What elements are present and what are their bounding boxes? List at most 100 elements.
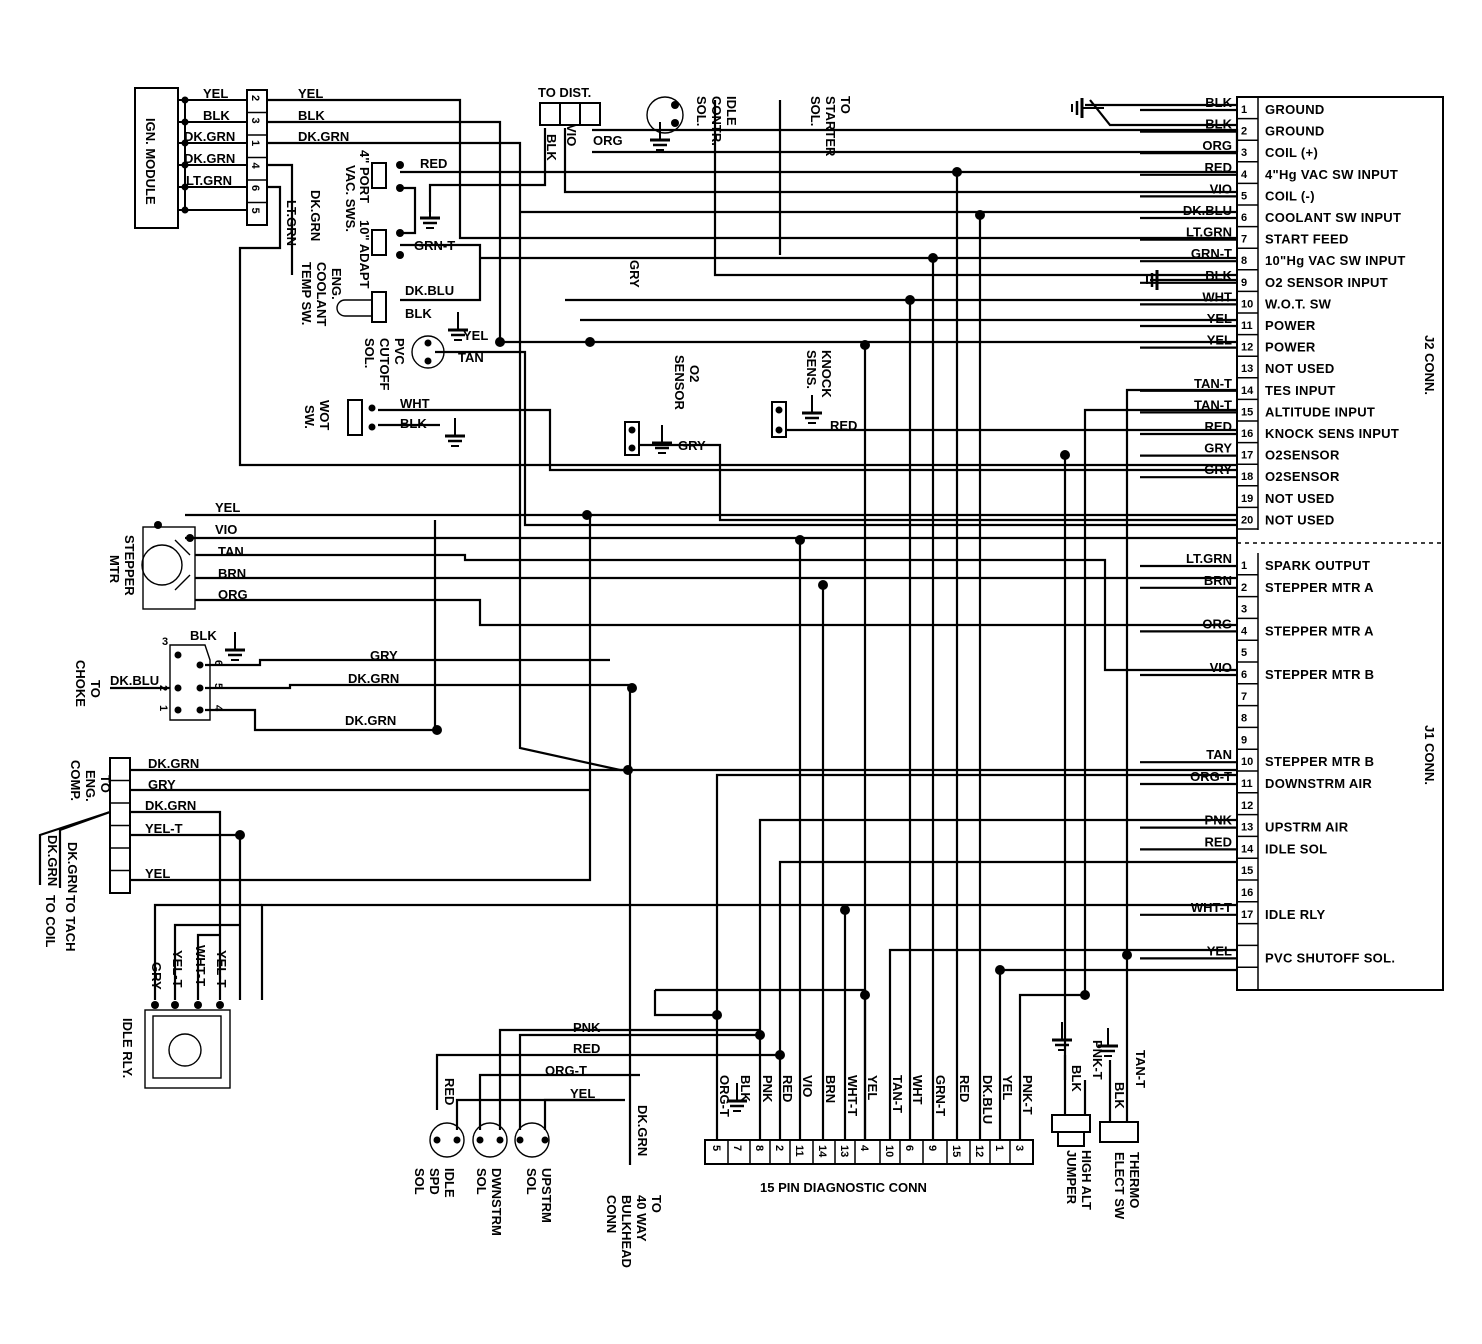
ground-icon: [1098, 1028, 1118, 1057]
high-alt-label-2: JUMPER: [1064, 1150, 1079, 1205]
j2-pin-function: W.O.T. SW: [1265, 296, 1332, 311]
to-tach-label: TO TACH: [63, 895, 78, 952]
diag-wire-color: WHT: [910, 1075, 925, 1105]
choke-wire-dkblu: DK.BLU: [110, 673, 159, 688]
diag-wire-color: YEL: [865, 1075, 880, 1100]
j2-pin-wire-color: DK.BLU: [1183, 203, 1232, 218]
bulkhead-label-4: CONN: [604, 1195, 619, 1233]
choke-pin-6: 6: [212, 660, 224, 666]
j1-pin-number: 15: [1241, 865, 1253, 877]
j1-pin-function: DOWNSTRM AIR: [1265, 776, 1372, 791]
vlabel-lt-grn: LT.GRN: [284, 200, 299, 246]
coolant-wire-dkblu: DK.BLU: [405, 283, 454, 298]
diag-wire-color: BRN: [823, 1075, 838, 1103]
ign-wire-label-5: LT.GRN: [186, 173, 232, 188]
j2-pin-function: COIL (+): [1265, 145, 1318, 160]
j1-pin-function: STEPPER MTR B: [1265, 754, 1374, 769]
sol-wire-red-2: RED: [442, 1078, 457, 1105]
to-dist-label: TO DIST.: [538, 85, 591, 100]
j1-pin-number: 7: [1241, 691, 1247, 703]
j2-pin-number: 13: [1241, 363, 1253, 375]
choke-pin-4: 4: [212, 705, 224, 712]
diag-wire-color: WHT-T: [845, 1075, 860, 1116]
diag-pin-number: 10: [883, 1145, 895, 1157]
wot-sw: WOT SW. WHT BLK: [302, 396, 430, 436]
bulkhead-wire: DK.GRN: [635, 1105, 650, 1156]
pvc-label-3: SOL.: [362, 338, 377, 368]
ground-icon: [652, 425, 672, 454]
o2-sensor-wire: GRY: [678, 438, 706, 453]
wire-junction-dot: [840, 905, 850, 915]
to-eng-comp-label-2: ENG.: [83, 770, 98, 802]
j1-pin-function: STEPPER MTR A: [1265, 580, 1374, 595]
eng-comp-connector: TO ENG. COMP. DK.GRN GRY DK.GRN YEL-T YE…: [38, 756, 199, 952]
pvc-cutoff-sol: PVC CUTOFF SOL. YEL TAN: [362, 328, 488, 391]
j2-pin-number: 9: [1241, 277, 1247, 289]
vlabel-gry: GRY: [627, 260, 642, 288]
j1-pin-number: 10: [1241, 756, 1253, 768]
eng-comp-wire-gry: GRY: [148, 777, 176, 792]
wire-junction-dot: [775, 1050, 785, 1060]
j2-conn-title: J2 CONN.: [1422, 335, 1437, 395]
ign-module-label: IGN. MODULE: [143, 118, 158, 205]
j1-pin-number: 16: [1241, 887, 1253, 899]
wire-junction-dot: [1122, 950, 1132, 960]
stepper-wire-org: ORG: [218, 587, 248, 602]
knock-sens: KNOCK SENS. RED: [771, 350, 857, 438]
choke-pin-1: 1: [157, 705, 169, 711]
ground-icon: [1071, 98, 1104, 118]
diag-pin-number: 15: [950, 1145, 962, 1157]
wot-wire-wht: WHT: [400, 396, 430, 411]
j1-pin-number: 13: [1241, 822, 1253, 834]
wire-junctions: [235, 167, 1132, 1060]
diag-wire-color: RED: [780, 1075, 795, 1102]
sol-wire-pnk: PNK: [573, 1020, 601, 1035]
idle-contr-sol-label-3: SOL.: [694, 96, 709, 126]
idle-rly-wire-yelt: YEL-T: [170, 950, 185, 988]
ground-icon: [650, 122, 670, 151]
j2-pin-wire-color: LT.GRN: [1186, 225, 1232, 240]
j2-pin-function: NOT USED: [1265, 361, 1335, 376]
ground-icon: [420, 200, 440, 229]
j2-pin-number: 17: [1241, 450, 1253, 462]
dwnstrm-sol-label-1: DWNSTRM: [489, 1168, 504, 1236]
wire-junction-dot: [235, 830, 245, 840]
diag-wire-color: TAN-T: [890, 1075, 905, 1113]
stepper-wire-brn: BRN: [218, 566, 246, 581]
j2-pin-function: POWER: [1265, 340, 1316, 355]
j1-pin-number: 2: [1241, 582, 1247, 594]
j1-pin-number: 6: [1241, 669, 1247, 681]
idle-spd-sol-label-2: SPD: [427, 1168, 442, 1195]
j2-pin-wire-color: ORG: [1202, 138, 1232, 153]
j2-pin-function: POWER: [1265, 318, 1316, 333]
ground-icon: [448, 312, 468, 341]
j1-pin-number: 1: [1241, 560, 1247, 572]
to-dist-wire-vio: VIO: [564, 124, 579, 146]
ign-wire-label-1: YEL: [203, 86, 228, 101]
j1-pin-function: SPARK OUTPUT: [1265, 558, 1370, 573]
stepper-wire-tan: TAN: [218, 544, 244, 559]
j1-pin-number: 8: [1241, 713, 1247, 725]
diag-wire-color: ORG-T: [717, 1075, 732, 1117]
pvc-wire-tan: TAN: [458, 350, 484, 365]
eng-comp-wire-yelt: YEL-T: [145, 821, 183, 836]
bulkhead-label-3: BULKHEAD: [619, 1195, 634, 1268]
j1-pin-wire-color: WHT-T: [1191, 900, 1232, 915]
j2-pin-number: 10: [1241, 298, 1253, 310]
vac-sws-label: VAC. SWS.: [343, 165, 358, 232]
diag-pin-number: 1: [993, 1145, 1005, 1151]
to-choke-label-1: TO: [88, 680, 103, 698]
j2-pin-wire-color: WHT: [1202, 289, 1232, 304]
wire-junction-dot: [928, 253, 938, 263]
idle-contr-sol-label-2: CONTR.: [709, 96, 724, 146]
idle-rly-label: IDLE RLY.: [120, 1018, 135, 1078]
tach-wire-dkgrn-1: DK.GRN: [65, 842, 80, 893]
stepper-label-2: MTR: [107, 555, 122, 584]
j1-pin-function: UPSTRM AIR: [1265, 820, 1349, 835]
ground-icon: [225, 632, 245, 661]
j2-pin-number: 18: [1241, 471, 1253, 483]
j1-pin-function: IDLE RLY: [1265, 907, 1325, 922]
diag-wire-color: BLK: [738, 1075, 753, 1102]
j2-pin-wire-color: GRY: [1204, 441, 1232, 456]
